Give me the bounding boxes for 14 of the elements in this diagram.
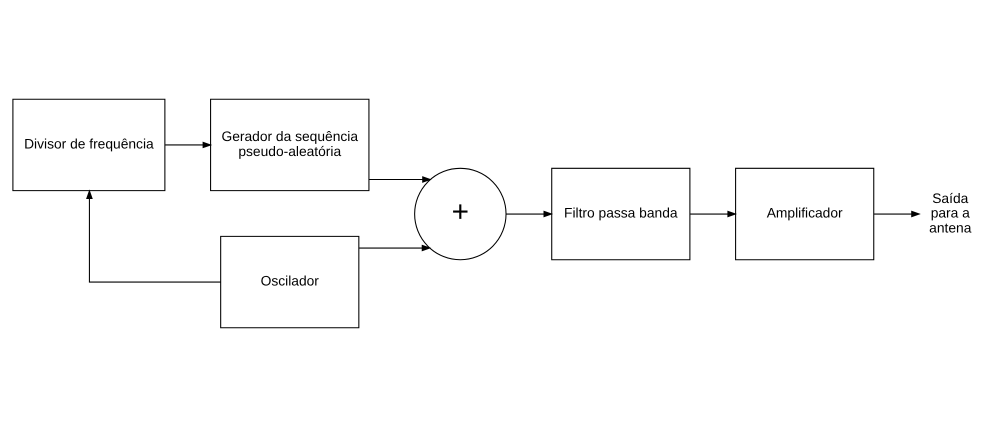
node-box: Gerador da sequência pseudo-aleatória <box>210 98 370 191</box>
node-text: Saída para a antena <box>929 189 972 236</box>
node-box: Filtro passa banda <box>551 167 690 260</box>
arrow <box>874 210 921 217</box>
arrow <box>369 176 432 182</box>
node-box: Divisor de frequência <box>12 98 166 191</box>
node-box: Oscilador <box>220 235 360 328</box>
node-circle: + <box>414 167 507 260</box>
arrow <box>165 141 212 148</box>
arrow <box>86 188 221 282</box>
node-box: Amplificador <box>735 167 874 260</box>
arrow <box>506 210 554 217</box>
arrow <box>359 244 432 251</box>
arrow <box>690 210 737 217</box>
